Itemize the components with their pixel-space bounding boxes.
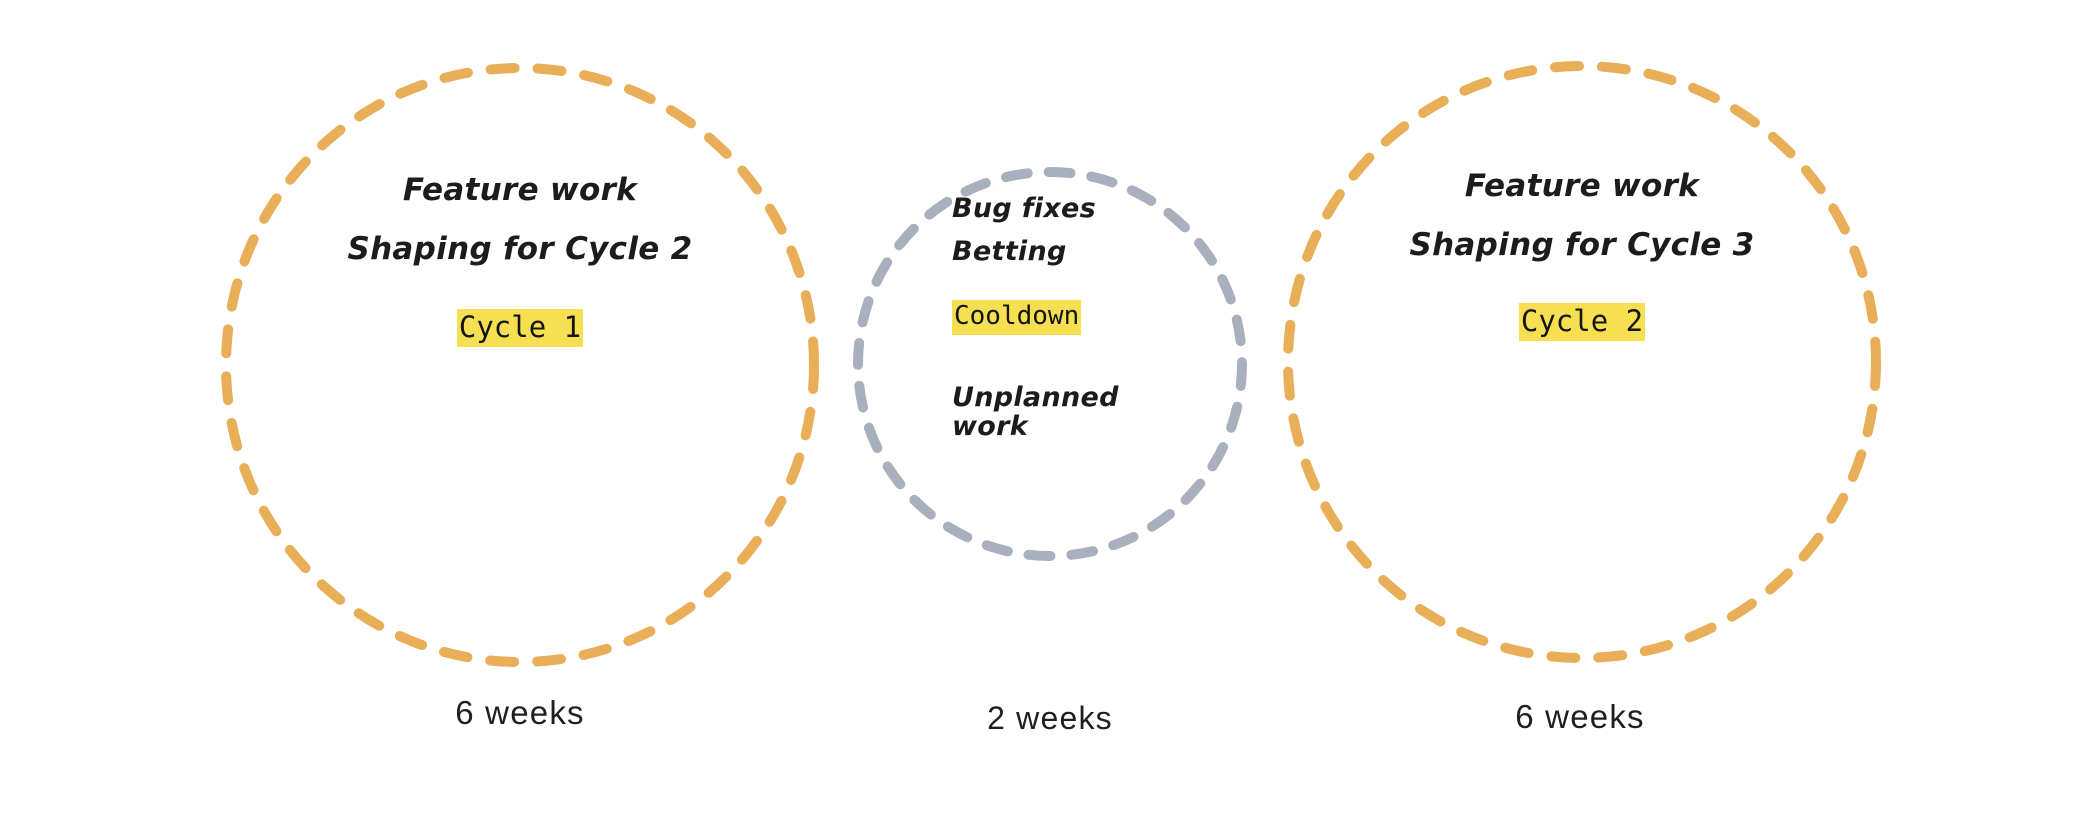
cycle-1-circle <box>221 63 819 667</box>
cooldown-dashed-ring <box>853 167 1247 561</box>
cooldown-content: Bug fixes Betting Cooldown Unplanned wor… <box>852 166 1248 562</box>
cycle-2-activity-0: Feature work <box>1464 168 1700 204</box>
cycle-2-circle <box>1283 61 1881 663</box>
cycle-2-label-chip: Cycle 2 <box>1518 302 1646 342</box>
cycle-2-activity-1: Shaping for Cycle 3 <box>1409 227 1755 264</box>
cycle-2-content: Feature work Shaping for Cycle 3 Cycle 2 <box>1282 60 1882 664</box>
cooldown-duration-caption: 2 weeks <box>987 700 1113 736</box>
cycle-1-activity-0: Feature work <box>402 172 638 208</box>
cycle-1-duration-caption: 6 weeks <box>455 694 585 731</box>
cooldown-label-row: Cooldown <box>952 300 1082 336</box>
cycle-2-dashed-ring <box>1283 61 1881 663</box>
cooldown-label-chip: Cooldown <box>952 300 1082 336</box>
cycle-1-label-chip: Cycle 1 <box>456 308 584 348</box>
cycle-2-label-row: Cycle 2 <box>1518 302 1646 342</box>
cycle-1-activity-1: Shaping for Cycle 2 <box>347 231 693 268</box>
cycle-1-label-row: Cycle 1 <box>456 308 584 348</box>
cooldown-circle <box>853 167 1247 561</box>
cooldown-activity-2: Unplanned work <box>952 382 1119 443</box>
cycle-2-duration-caption: 6 weeks <box>1515 698 1645 735</box>
cooldown-activity-0: Bug fixes <box>952 193 1097 224</box>
cycle-1-dashed-ring <box>221 63 819 667</box>
cycle-1-content: Feature work Shaping for Cycle 2 Cycle 1 <box>220 62 820 668</box>
cooldown-activity-1: Betting <box>952 236 1067 268</box>
